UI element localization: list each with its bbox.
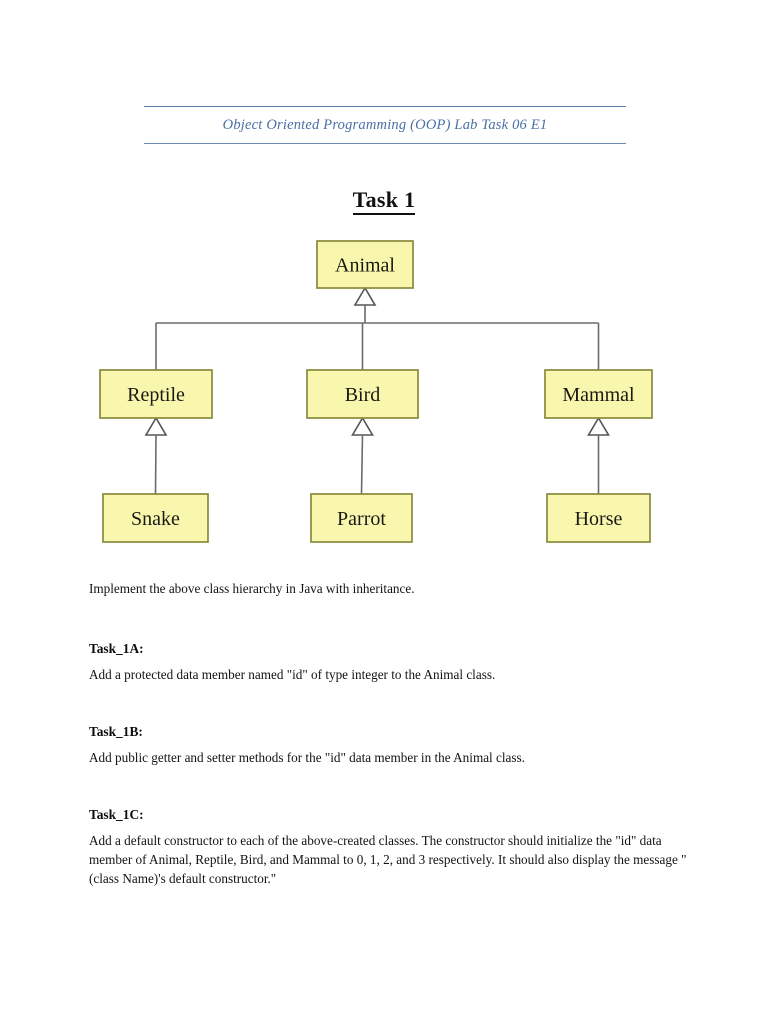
- uml-class-box-reptile: [99, 369, 213, 419]
- uml-class-box-snake: [102, 493, 209, 543]
- generalization-arrow-reptile: [144, 416, 168, 436]
- uml-class-label-animal: Animal: [335, 255, 395, 277]
- task-1a-body-wrap: Add a protected data member named "id" o…: [89, 665, 689, 684]
- uml-class-reptile: Reptile: [99, 369, 213, 419]
- generalization-arrow-animal: [353, 286, 377, 306]
- task-1a-heading-wrap: Task_1A:: [89, 639, 689, 658]
- generalization-arrow-bird: [351, 416, 374, 436]
- uml-class-box-horse: [546, 493, 651, 543]
- generalization-arrow-mammal: [587, 416, 610, 436]
- task-1a-heading: Task_1A:: [89, 641, 144, 656]
- task-1b-heading: Task_1B:: [89, 724, 143, 739]
- task-1b-paragraph: Add public getter and setter methods for…: [89, 750, 525, 765]
- page-title-text: Task 1: [352, 187, 416, 215]
- document-header: Object Oriented Programming (OOP) Lab Ta…: [144, 106, 626, 144]
- header-rule-top: [144, 106, 626, 107]
- uml-class-box-bird: [306, 369, 419, 419]
- intro-paragraph: Implement the above class hierarchy in J…: [89, 581, 415, 596]
- uml-class-label-parrot: Parrot: [337, 508, 386, 530]
- uml-class-parrot: Parrot: [310, 493, 413, 543]
- header-title: Object Oriented Programming (OOP) Lab Ta…: [222, 117, 548, 133]
- intro-paragraph-wrap: Implement the above class hierarchy in J…: [89, 579, 689, 598]
- uml-class-box-parrot: [310, 493, 413, 543]
- task-1c-heading: Task_1C:: [89, 807, 144, 822]
- uml-class-bird: Bird: [306, 369, 419, 419]
- uml-class-horse: Horse: [546, 493, 651, 543]
- connector-parrot: [360, 434, 364, 495]
- uml-class-label-bird: Bird: [345, 384, 381, 406]
- uml-class-box-mammal: [544, 369, 653, 419]
- uml-class-label-mammal: Mammal: [562, 384, 635, 406]
- uml-class-snake: Snake: [102, 493, 209, 543]
- uml-class-label-reptile: Reptile: [127, 384, 185, 406]
- task-1b-body-wrap: Add public getter and setter methods for…: [89, 748, 689, 767]
- uml-class-box-animal: [316, 240, 414, 289]
- task-1a-paragraph: Add a protected data member named "id" o…: [89, 667, 496, 682]
- task-1c-heading-wrap: Task_1C:: [89, 805, 689, 824]
- uml-class-animal: Animal: [316, 240, 414, 289]
- connector-snake: [154, 434, 157, 495]
- task-1b-heading-wrap: Task_1B:: [89, 722, 689, 741]
- uml-class-mammal: Mammal: [544, 369, 653, 419]
- uml-class-label-snake: Snake: [131, 508, 180, 530]
- uml-class-label-horse: Horse: [575, 508, 623, 530]
- task-1c-paragraph: Add a default constructor to each of the…: [89, 833, 687, 887]
- page-title: Task 1: [0, 187, 768, 215]
- task-1c-body-wrap: Add a default constructor to each of the…: [89, 831, 693, 888]
- header-rule-bottom: [144, 143, 626, 144]
